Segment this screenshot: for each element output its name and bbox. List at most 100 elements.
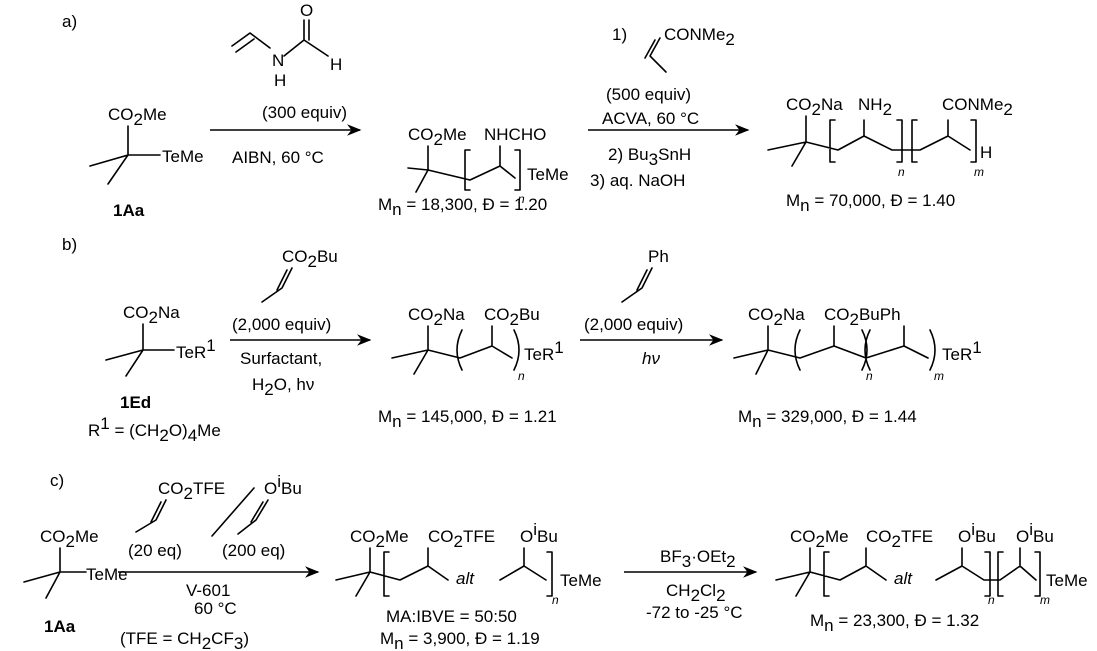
a-nvf-h: H (330, 55, 342, 74)
panel-b: b) CO2Na TeR1 1Ed R1 = (CH2O)4Me CO2Bu (… (62, 235, 982, 445)
c-sm-name: 1Aa (44, 617, 76, 636)
a-p2-nh2: NH2 (858, 95, 892, 119)
b-p1-co2bu: CO2Bu (484, 305, 540, 329)
b-p2-mw: Mn = 329,000, Đ = 1.44 (738, 407, 917, 431)
b-ba-bonds (261, 267, 293, 303)
c-ibve: OiBu (264, 472, 302, 498)
a-p2-h: H (980, 143, 992, 162)
b-styrene-bonds (621, 267, 653, 303)
panel-a-label: a) (62, 12, 77, 31)
b-sm-name: 1Ed (120, 393, 151, 412)
c-p1-co2me: CO2Me (350, 527, 409, 551)
b-p1-co2na: CO2Na (408, 305, 465, 329)
b-p2-m: m (934, 369, 944, 383)
b-p1-te: TeR1 (524, 338, 564, 364)
b-arrow2-equiv: (2,000 equiv) (584, 315, 683, 334)
c-eq-1: (20 eq) (128, 541, 182, 560)
a-nvf-o: O (300, 1, 313, 20)
a-nvf-monomer: O N H H (231, 1, 342, 90)
a-p1-bonds (407, 145, 521, 193)
b-p1-bonds (391, 325, 520, 375)
a-p2-bonds (767, 115, 977, 167)
a-p1-mw: Mn = 18,300, Đ = 1.20 (378, 195, 547, 219)
c-p2-bonds (775, 547, 1041, 597)
a-p1-te: TeMe (527, 165, 569, 184)
c-p2-n: n (988, 593, 995, 607)
c-p2-te: TeMe (1046, 571, 1088, 590)
a-p1-n: n (518, 192, 525, 206)
a-step-3: 3) aq. NaOH (590, 171, 685, 190)
a-p2-m: m (974, 165, 984, 179)
b-styrene-ph: Ph (648, 247, 669, 266)
b-p1-n: n (518, 369, 525, 383)
c-starting-material: CO2Me TeMe 1Aa (23, 527, 128, 636)
c-bf3: BF3·OEt2 (660, 547, 736, 571)
c-p2-ether-2: OiBu (1016, 520, 1054, 546)
panel-a: a) CO2Me TeMe 1Aa O N H H (300 equiv) AI… (62, 1, 1013, 220)
c-p1-mw: Mn = 3,900, Đ = 1.19 (380, 629, 540, 651)
b-sm-bonds (105, 323, 175, 377)
a-arrow2-equiv: (500 equiv) (606, 85, 691, 104)
a-arrow2-conditions: ACVA, 60 °C (602, 109, 699, 128)
a-nvf-nh: H (274, 71, 286, 90)
b-styrene: Ph (621, 247, 669, 303)
c-sm-bonds (23, 547, 87, 599)
a-starting-material: CO2Me TeMe 1Aa (89, 105, 204, 220)
a-sm-te: TeMe (162, 147, 204, 166)
a-product-1: CO2Me NHCHO n TeMe Mn = 18,300, Đ = 1.20 (378, 125, 569, 219)
c-tfe-acrylate: CO2TFE (158, 479, 225, 503)
c-product-2: CO2Me CO2TFE OiBu OiBu alt n m TeMe Mn =… (775, 520, 1088, 635)
c-p2-alt: alt (894, 569, 913, 588)
a-arrow1-equiv: (300 equiv) (262, 103, 347, 122)
b-sm-ester: CO2Na (123, 303, 180, 327)
c-p1-alt: alt (456, 569, 475, 588)
b-arrow1-equiv: (2,000 equiv) (232, 315, 331, 334)
b-p1-mw: Mn = 145,000, Đ = 1.21 (378, 407, 557, 431)
b-arrow1-cond2: H2O, hν (252, 375, 314, 399)
c-p2-co2me: CO2Me (790, 527, 849, 551)
c-cond-1: V-601 (186, 581, 230, 600)
a-nvf-n: N (272, 51, 284, 70)
c-p1-ratio: MA:IBVE = 50:50 (386, 607, 517, 626)
panel-b-label: b) (62, 235, 77, 254)
a-p1-amide: NHCHO (484, 125, 546, 144)
b-p2-te: TeR1 (942, 338, 982, 364)
a-p1-ester: CO2Me (408, 125, 467, 149)
a-sm-ester: CO2Me (108, 105, 167, 129)
a-p2-co2na: CO2Na (786, 95, 843, 119)
a-p2-mw: Mn = 70,000, Đ = 1.40 (786, 191, 955, 215)
c-sm-te: TeMe (86, 565, 128, 584)
b-sm-rdef: R1 = (CH2O)4Me (88, 414, 221, 445)
a-sm-name: 1Aa (113, 201, 145, 220)
a-dmaa-bonds (644, 37, 667, 73)
c-tfe-definition: (TFE = CH2CF3) (120, 629, 249, 651)
c-monomer-bonds (135, 487, 269, 537)
a-step-1: 1) (612, 25, 627, 44)
c-cond-2: 60 °C (194, 599, 237, 618)
c-p1-co2tfe: CO2TFE (428, 527, 495, 551)
b-starting-material: CO2Na TeR1 1Ed R1 = (CH2O)4Me (88, 303, 221, 445)
b-p2-co2na: CO2Na (748, 305, 805, 329)
panel-c-label: c) (50, 471, 64, 490)
a-p2-n: n (898, 165, 905, 179)
panel-c: c) CO2Me TeMe 1Aa CO2TFE OiBu (20 eq) (2… (23, 471, 1088, 651)
b-p2-n: n (866, 369, 873, 383)
a-dmaa-amide: CONMe2 (664, 25, 735, 49)
a-product-2: CO2Na NH2 CONMe2 n m H Mn = 70,000, Đ = … (767, 95, 1013, 215)
b-product-2: CO2Na CO2BuPh n m TeR1 Mn = 329,000, Đ =… (733, 305, 982, 431)
a-sm-bonds (89, 125, 161, 185)
c-p1-te: TeMe (560, 571, 602, 590)
c-temperature: -72 to -25 °C (646, 603, 743, 622)
a-step-2: 2) Bu3SnH (608, 145, 691, 169)
b-p2-co2bu: CO2BuPh (824, 305, 901, 329)
c-p1-bonds (335, 547, 553, 597)
c-p2-m: m (1040, 593, 1050, 607)
c-sm-ester: CO2Me (40, 527, 99, 551)
c-p2-mw: Mn = 23,300, Đ = 1.32 (810, 611, 979, 635)
c-monomers: CO2TFE OiBu (20 eq) (200 eq) (128, 472, 302, 560)
a-nvf-bonds (231, 19, 329, 57)
b-p2-bonds (733, 325, 936, 375)
b-arrow1-cond1: Surfactant, (240, 349, 322, 368)
b-product-1: CO2Na CO2Bu n TeR1 Mn = 145,000, Đ = 1.2… (378, 305, 564, 431)
